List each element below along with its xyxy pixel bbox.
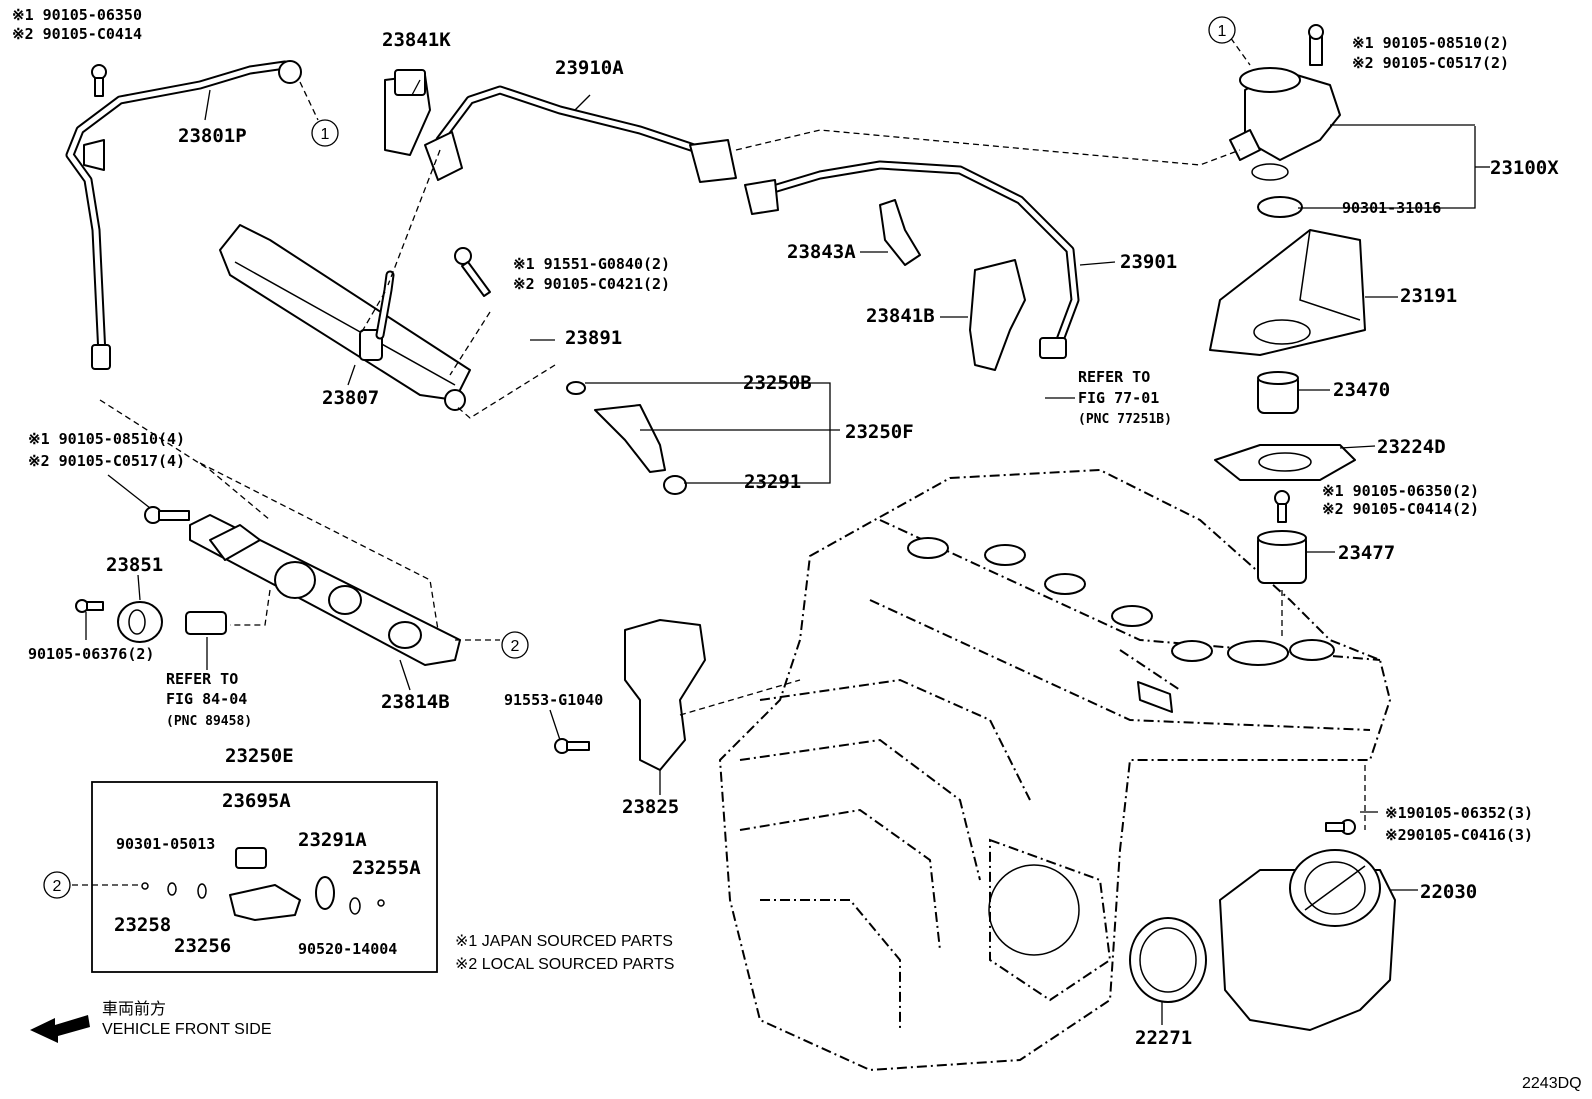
insulator-23191 bbox=[1209, 229, 1366, 356]
gasket-22271 bbox=[1129, 917, 1207, 1003]
fuel-rail-23814b bbox=[144, 506, 461, 666]
hose-23910a bbox=[424, 85, 737, 183]
label-23851: 23851 bbox=[106, 554, 163, 576]
connector-23841b bbox=[969, 259, 1026, 371]
leader-lines bbox=[72, 29, 1490, 1025]
label-23250e: 23250E bbox=[225, 745, 294, 767]
connector-23841k bbox=[384, 69, 431, 156]
label-23291a: 23291A bbox=[298, 829, 367, 851]
gasket-23224d bbox=[1214, 444, 1356, 481]
label-refer84-1: REFER TO bbox=[166, 670, 238, 688]
note-japan-sourced: ※1 JAPAN SOURCED PARTS bbox=[455, 933, 673, 950]
svg-text:2: 2 bbox=[511, 638, 520, 655]
label-bolt-thr-1: ※190105-06352(3) bbox=[1385, 804, 1533, 822]
label-23250b: 23250B bbox=[743, 372, 812, 394]
callout-2-rail: 2 bbox=[501, 631, 529, 659]
label-23841k: 23841K bbox=[382, 29, 451, 51]
label-23250f: 23250F bbox=[845, 421, 914, 443]
clip-23843a bbox=[879, 199, 921, 266]
bolt-top-left bbox=[91, 64, 107, 97]
fuel-rail-23807 bbox=[219, 224, 471, 411]
vehicle-front-jp: 車両前方 bbox=[102, 1000, 166, 1018]
kit-box-23250e bbox=[91, 781, 438, 973]
callout-1-pump: 1 bbox=[1208, 16, 1236, 44]
label-bolt-rail-1: ※1 91551-G0840(2) bbox=[513, 255, 670, 273]
label-refer84-2: FIG 84-04 bbox=[166, 690, 247, 708]
fuel-pump-23100x bbox=[1229, 24, 1341, 218]
engine-block-outline bbox=[718, 468, 1392, 1072]
label-refer84-3: (PNC 89458) bbox=[166, 714, 252, 729]
label-refer77-3: (PNC 77251B) bbox=[1078, 412, 1172, 427]
label-23100x: 23100X bbox=[1490, 157, 1559, 179]
note-local-sourced: ※2 LOCAL SOURCED PARTS bbox=[455, 956, 674, 973]
label-23814b: 23814B bbox=[381, 691, 450, 713]
label-90105-06376: 90105-06376(2) bbox=[28, 645, 154, 663]
label-23258: 23258 bbox=[114, 914, 171, 936]
callout-2-kit: 2 bbox=[43, 871, 71, 899]
label-23255a: 23255A bbox=[352, 857, 421, 879]
part-23851 bbox=[75, 599, 163, 643]
sensor-refer-84-04 bbox=[185, 611, 227, 635]
label-bolt-del-1: ※1 90105-08510(4) bbox=[28, 430, 185, 448]
label-bolt-thr-2: ※290105-C0416(3) bbox=[1385, 826, 1533, 844]
label-refer77-1: REFER TO bbox=[1078, 368, 1150, 386]
label-23256: 23256 bbox=[174, 935, 231, 957]
label-23910a: 23910A bbox=[555, 57, 624, 79]
part-labels: ※1 90105-06350 ※2 90105-C0414 23841K 239… bbox=[12, 6, 1559, 1049]
label-23801p: 23801P bbox=[178, 125, 247, 147]
label-23477: 23477 bbox=[1338, 542, 1395, 564]
svg-text:1: 1 bbox=[321, 126, 330, 143]
label-90520-14004: 90520-14004 bbox=[298, 940, 397, 958]
label-90301-31016: 90301-31016 bbox=[1342, 199, 1441, 217]
bracket-23825 bbox=[554, 619, 706, 771]
label-bolt-pump-2: ※2 90105-C0517(2) bbox=[1352, 54, 1509, 72]
label-bolt-ins-2: ※2 90105-C0414(2) bbox=[1322, 500, 1479, 518]
label-23841b: 23841B bbox=[866, 305, 935, 327]
label-22030: 22030 bbox=[1420, 881, 1477, 903]
label-bolt-rail-2: ※2 90105-C0421(2) bbox=[513, 275, 670, 293]
label-23825: 23825 bbox=[622, 796, 679, 818]
label-23891: 23891 bbox=[565, 327, 622, 349]
throttle-body-22030 bbox=[1219, 819, 1396, 1031]
label-bolt-ins-1: ※1 90105-06350(2) bbox=[1322, 482, 1479, 500]
label-23224d: 23224D bbox=[1377, 436, 1446, 458]
label-bolt-pump-1: ※1 90105-08510(2) bbox=[1352, 34, 1509, 52]
bolt-23891 bbox=[454, 247, 491, 297]
label-91553-g1040: 91553-G1040 bbox=[504, 691, 603, 709]
label-refer77-2: FIG 77-01 bbox=[1078, 389, 1159, 407]
label-23901: 23901 bbox=[1120, 251, 1177, 273]
label-23843a: 23843A bbox=[787, 241, 856, 263]
diagram-code: 2243DQ bbox=[1522, 1075, 1582, 1092]
label-22271: 22271 bbox=[1135, 1027, 1192, 1049]
vehicle-front-en: VEHICLE FRONT SIDE bbox=[102, 1021, 272, 1038]
label-23191: 23191 bbox=[1400, 285, 1457, 307]
label-23695a: 23695A bbox=[222, 790, 291, 812]
label-23291: 23291 bbox=[744, 471, 801, 493]
label-bolt-tl-2: ※2 90105-C0414 bbox=[12, 25, 142, 43]
svg-text:1: 1 bbox=[1218, 23, 1227, 40]
hose-23901 bbox=[744, 160, 1080, 359]
label-bolt-tl-1: ※1 90105-06350 bbox=[12, 6, 142, 24]
part-23477 bbox=[1257, 490, 1307, 584]
label-23470: 23470 bbox=[1333, 379, 1390, 401]
label-bolt-del-2: ※2 90105-C0517(4) bbox=[28, 452, 185, 470]
hose-23801p bbox=[65, 60, 302, 370]
lifter-23470 bbox=[1257, 371, 1299, 414]
label-90301-05013: 90301-05013 bbox=[116, 835, 215, 853]
svg-text:2: 2 bbox=[53, 878, 62, 895]
injector-23250f bbox=[566, 381, 687, 495]
vehicle-front-arrow-icon bbox=[30, 1015, 90, 1043]
label-23807: 23807 bbox=[322, 387, 379, 409]
callout-1-top: 1 bbox=[311, 119, 339, 147]
